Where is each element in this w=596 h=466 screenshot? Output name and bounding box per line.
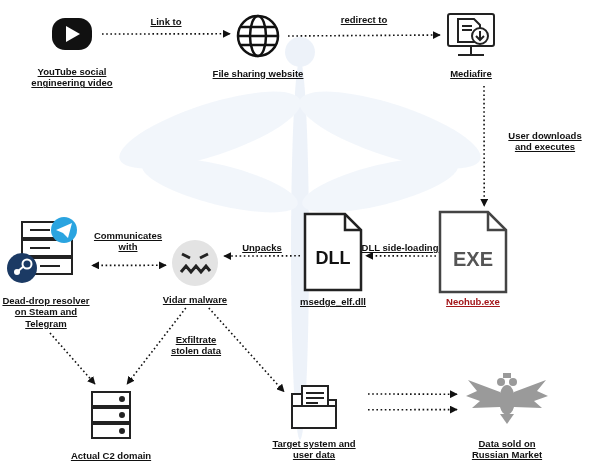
- market-emblem: [497, 378, 505, 386]
- dragonfly-watermark: [298, 146, 463, 224]
- dragonfly-watermark: [138, 146, 303, 224]
- download-monitor-icon: [462, 29, 472, 31]
- node-caption: Vidar malware: [150, 294, 240, 305]
- node-caption: Target system and user data: [264, 438, 364, 461]
- download-monitor-icon: [448, 14, 494, 46]
- vidar-logo: [172, 240, 218, 286]
- node-caption: File sharing website: [198, 68, 318, 79]
- exe-file-icon: [488, 212, 506, 230]
- dragonfly-watermark: [112, 37, 489, 440]
- dotted-arrow: [483, 86, 485, 206]
- edge-label: Link to: [126, 16, 206, 27]
- server-icon: [92, 392, 130, 438]
- dragonfly-watermark: [285, 37, 315, 67]
- youtube-icon: [52, 18, 92, 50]
- download-monitor-icon: [458, 54, 484, 56]
- dotted-arrow: [92, 264, 166, 266]
- globe-icon: [238, 35, 278, 38]
- server-stack-icon: [17, 266, 24, 272]
- server-stack-icon: [7, 253, 37, 283]
- edge-label: redirect to: [319, 14, 409, 25]
- download-monitor-icon: [476, 31, 484, 40]
- edge-label: Unpacks: [232, 242, 292, 253]
- download-monitor-icon: [462, 25, 472, 27]
- dotted-arrow: [366, 255, 436, 257]
- server-stack-icon: [51, 217, 77, 243]
- video-source: YouTube social engineering video: [50, 16, 94, 52]
- folder-icon: [306, 397, 324, 399]
- dotted-arrow: [102, 33, 230, 35]
- server-stack-icon: [56, 223, 72, 238]
- edge-label: DLL side-loading: [360, 242, 440, 253]
- exe-file: EXENeohub.exe: [440, 212, 506, 292]
- globe-icon: [238, 16, 278, 56]
- file-type-label: DLL: [305, 248, 361, 269]
- dotted-arrow: [368, 393, 457, 395]
- server-icon: [120, 429, 124, 433]
- server-stack-icon: [30, 229, 50, 231]
- dll-file-icon: [345, 214, 361, 230]
- globe-icon: [238, 16, 278, 56]
- node-caption: Dead-drop resolver on Steam and Telegram: [0, 295, 94, 329]
- server-stack-icon: [30, 247, 50, 249]
- folder-icon: [306, 402, 318, 404]
- stolen-data: Target system and user data: [290, 385, 338, 430]
- malware-node: Vidar malware: [172, 240, 218, 286]
- youtube-icon: [52, 18, 92, 50]
- server-icon: [92, 408, 130, 422]
- file-type-label: EXE: [440, 248, 506, 271]
- edge-label: Communicates with: [89, 230, 167, 253]
- youtube-icon: [66, 26, 80, 42]
- market-emblem: [514, 380, 548, 408]
- vidar-logo: [181, 266, 210, 272]
- dotted-arrow: [288, 35, 440, 36]
- node-caption: Mediafire: [431, 68, 511, 79]
- globe-icon: [241, 44, 275, 47]
- dotted-arrow: [368, 409, 457, 411]
- exe-file-icon: [440, 212, 506, 292]
- node-caption: Data sold on Russian Market: [462, 438, 552, 461]
- download-host: Mediafire: [446, 10, 496, 60]
- market-emblem: [466, 380, 500, 408]
- market-emblem: [499, 385, 515, 415]
- node-caption: msedge_elf.dll: [288, 296, 378, 307]
- node-caption: Actual C2 domain: [61, 450, 161, 461]
- dll-file-icon: [305, 214, 361, 290]
- vidar-logo: [182, 254, 208, 258]
- website-node: File sharing website: [236, 14, 280, 58]
- server-stack-icon: [40, 265, 60, 267]
- download-monitor-icon: [448, 14, 494, 55]
- dotted-arrow: [224, 255, 300, 257]
- vidar-logo: [172, 240, 218, 286]
- market-node: Data sold on Russian Market: [465, 376, 549, 424]
- market-emblem: [466, 373, 548, 424]
- dll-file-icon: [305, 214, 361, 290]
- market-emblem: [500, 414, 514, 424]
- server-stack-icon: [7, 217, 77, 283]
- globe-icon: [241, 26, 275, 29]
- folder-icon: [292, 406, 336, 428]
- server-icon: [120, 397, 124, 401]
- exe-file-icon: [440, 212, 506, 292]
- server-icon: [120, 413, 124, 417]
- c2-server: Actual C2 domain: [88, 390, 134, 440]
- download-monitor-icon: [470, 46, 472, 54]
- dotted-arrow: [50, 333, 95, 384]
- download-monitor-icon: [472, 28, 488, 44]
- server-icon: [92, 392, 130, 406]
- market-emblem: [503, 373, 511, 378]
- node-caption: Neohub.exe: [428, 296, 518, 307]
- folder-icon: [306, 392, 324, 394]
- server-icon: [92, 424, 130, 438]
- dll-file: DLLmsedge_elf.dll: [305, 214, 361, 290]
- folder-icon: [292, 386, 336, 428]
- node-caption: YouTube social engineering video: [17, 66, 127, 89]
- market-emblem: [509, 378, 517, 386]
- resolver-node: Dead-drop resolver on Steam and Telegram: [6, 215, 86, 287]
- edge-label: User downloads and executes: [500, 130, 590, 153]
- edge-label: Exfiltrate stolen data: [161, 334, 231, 357]
